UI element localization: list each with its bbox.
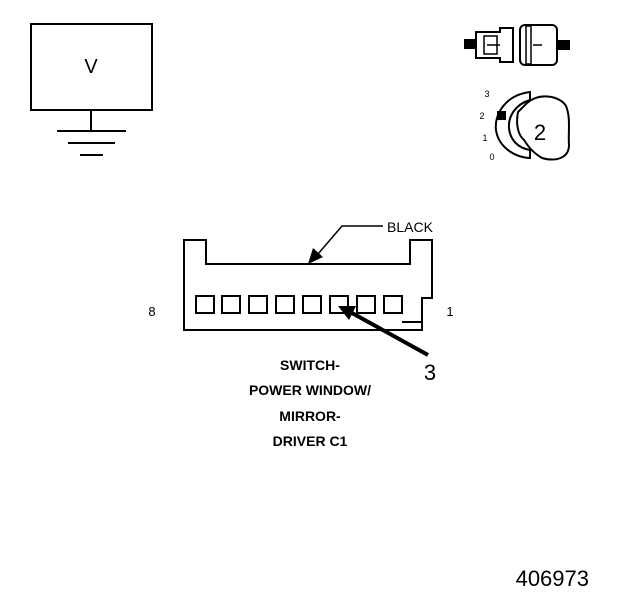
pin-callout: 3 <box>338 306 436 385</box>
pin-number-right: 1 <box>446 304 453 319</box>
ignition-position-3: 3 <box>484 89 489 99</box>
connector-caption: SWITCH- POWER WINDOW/ MIRROR- DRIVER C1 <box>249 357 371 449</box>
connector-color-callout: BLACK <box>308 219 434 264</box>
ignition-key-icon: 2 3 2 1 0 <box>479 89 571 162</box>
pin-cavity-3 <box>329 295 349 314</box>
connector-housing <box>183 239 433 331</box>
caption-line-3: MIRROR- <box>279 408 341 424</box>
ground-symbol <box>57 130 126 156</box>
figure-id: 406973 <box>516 566 589 591</box>
caption-line-1: SWITCH- <box>280 357 340 373</box>
voltmeter: V <box>30 23 153 156</box>
caption-line-4: DRIVER C1 <box>273 433 348 449</box>
pin-cavity-8 <box>195 295 215 314</box>
key-position-marker <box>497 111 506 120</box>
voltmeter-label: V <box>84 56 98 78</box>
pin-cavity-7 <box>221 295 241 314</box>
pin-cavity-4 <box>302 295 322 314</box>
pin-cavity-5 <box>275 295 295 314</box>
caption-line-2: POWER WINDOW/ <box>249 382 371 398</box>
probe-connector-icon <box>464 24 570 66</box>
connector-pins <box>195 295 403 314</box>
connector-color-label: BLACK <box>387 219 434 235</box>
pin-cavity-6 <box>248 295 268 314</box>
pin-callout-number: 3 <box>424 360 436 385</box>
ignition-position-0: 0 <box>489 152 494 162</box>
ignition-callout: 2 <box>534 120 546 145</box>
pin-cavity-1 <box>383 295 403 314</box>
pin-cavity-2 <box>356 295 376 314</box>
ignition-position-1: 1 <box>482 133 487 143</box>
pin-number-left: 8 <box>148 304 155 319</box>
ignition-position-2: 2 <box>479 111 484 121</box>
